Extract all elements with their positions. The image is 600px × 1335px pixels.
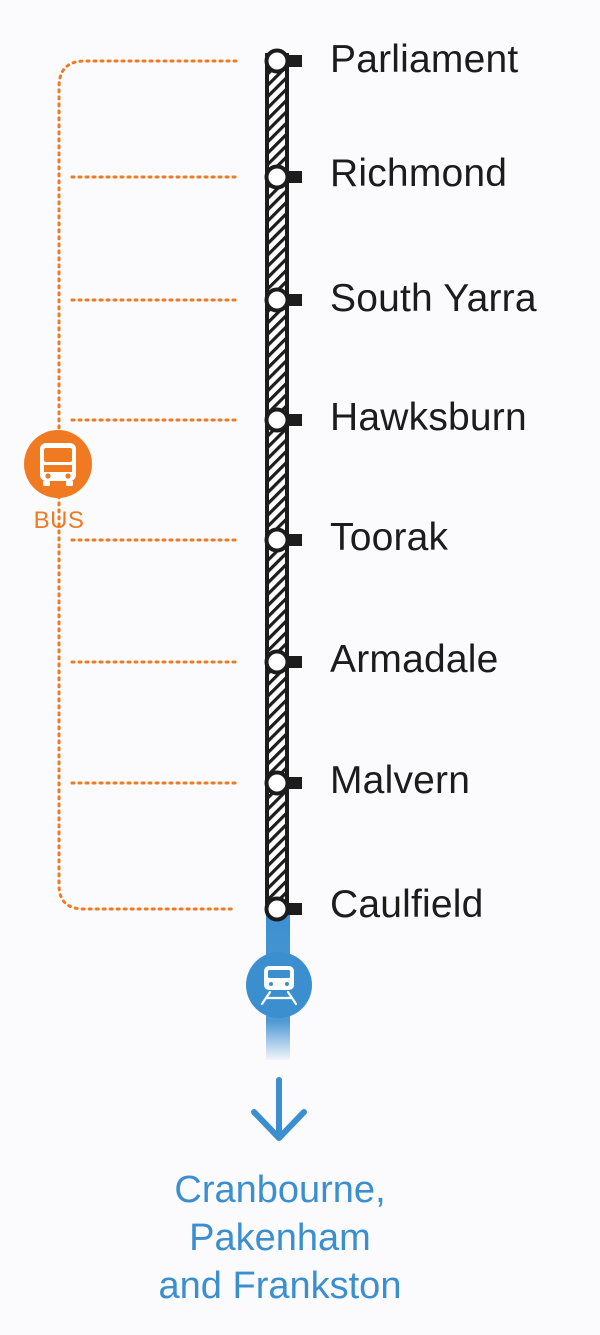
station-markers — [264, 48, 302, 922]
station-marker-malvern — [264, 770, 302, 796]
station-marker-parliament — [264, 48, 302, 74]
station-armadale: Armadale — [330, 638, 499, 681]
bus-label: BUS — [33, 507, 85, 534]
station-marker-toorak — [264, 527, 302, 553]
station-marker-hawksburn — [264, 407, 302, 433]
bus-connector-ticks — [70, 175, 238, 785]
bus-icon — [24, 430, 92, 498]
station-malvern: Malvern — [330, 759, 471, 802]
station-caulfield: Caulfield — [330, 883, 484, 926]
station-richmond: Richmond — [330, 152, 508, 195]
station-marker-south-yarra — [264, 287, 302, 313]
destination-line-1: Cranbourne, — [174, 1169, 386, 1211]
station-parliament: Parliament — [330, 38, 519, 81]
station-south-yarra: South Yarra — [330, 277, 537, 320]
arrow-down-icon — [251, 1077, 307, 1141]
destination-line-2: Pakenham — [189, 1217, 371, 1259]
station-toorak: Toorak — [330, 516, 449, 559]
destination-line-3: and Frankston — [158, 1265, 402, 1307]
station-marker-richmond — [264, 164, 302, 190]
bus-connector-bracket — [57, 59, 238, 911]
station-marker-caulfield — [264, 896, 302, 922]
station-hawksburn: Hawksburn — [330, 396, 527, 439]
train-icon — [246, 952, 312, 1018]
station-marker-armadale — [264, 649, 302, 675]
